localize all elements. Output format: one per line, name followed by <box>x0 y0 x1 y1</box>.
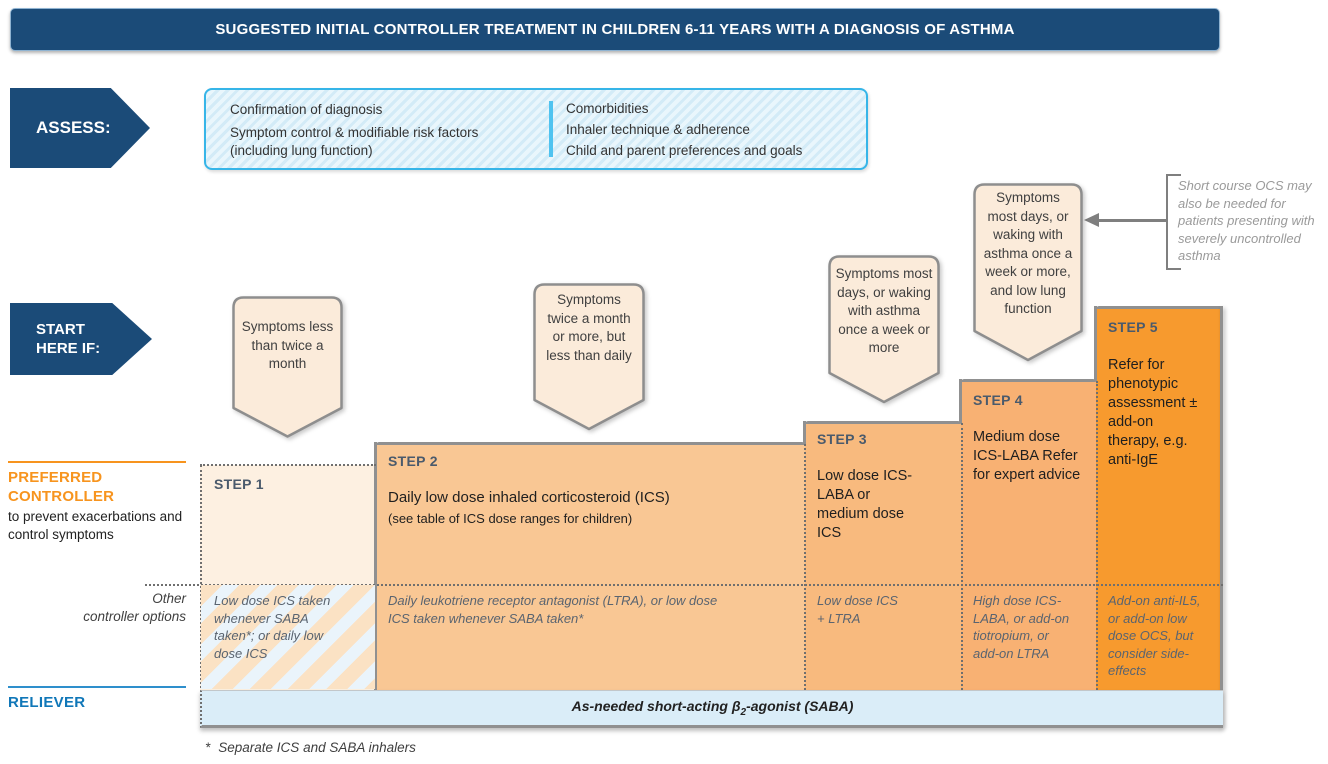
start-here-arrow: START HERE IF: <box>10 303 152 375</box>
note-arrow-line <box>1098 219 1166 222</box>
step2-other: Daily leukotriene receptor antagonist (L… <box>388 593 718 626</box>
step1-other-stripes <box>201 585 375 689</box>
reliever-bar-text: As-needed short-acting β2-agonist (SABA) <box>571 698 854 718</box>
symptom-bubble-text: Symptoms less than twice a month <box>241 319 334 371</box>
step5-main: Refer for phenotypic assessment ± add-on… <box>1108 357 1198 468</box>
symptom-bubble-text: Symptoms most days, or waking with asthm… <box>835 266 933 355</box>
step4-column <box>961 379 1096 690</box>
footnote-text: Separate ICS and SABA inhalers <box>218 740 416 755</box>
note-bracket <box>1166 174 1168 270</box>
assess-right-column: Comorbidities Inhaler technique & adhere… <box>566 98 858 161</box>
step5-header: STEP 5 <box>1108 319 1158 335</box>
assess-item: Symptom control & modifiable risk factor… <box>230 125 479 140</box>
step3-column <box>805 421 961 690</box>
step2-column <box>376 442 805 690</box>
symptom-bubble-step1: Symptoms less than twice a month <box>232 296 343 438</box>
other-controller-options-label: Other controller options <box>40 590 186 626</box>
step4-other: High dose ICS-LABA, or add-on tiotropium… <box>973 593 1070 661</box>
footnote: * Separate ICS and SABA inhalers <box>205 740 416 755</box>
step2-header: STEP 2 <box>388 453 438 469</box>
symptom-bubble-step4: Symptoms most days, or waking with asthm… <box>973 183 1083 362</box>
stair-riser <box>803 421 806 444</box>
symptom-bubble-text: Symptoms most days, or waking with asthm… <box>983 190 1073 316</box>
reliever-label: RELIEVER <box>8 694 86 711</box>
start-here-line2: HERE IF: <box>36 340 101 357</box>
step1-other: Low dose ICS taken whenever SABA taken*;… <box>214 593 331 661</box>
step5-column <box>1096 306 1223 690</box>
step-divider-4-5 <box>1096 381 1098 690</box>
step1-top-dotted <box>200 464 376 466</box>
step-divider-2-3 <box>804 444 806 690</box>
assess-box: Confirmation of diagnosis Symptom contro… <box>204 88 868 170</box>
stair-edge <box>374 442 377 690</box>
step3-other: Low dose ICS + LTRA <box>817 593 898 626</box>
step1-header: STEP 1 <box>214 476 264 492</box>
step2-main: Daily low dose inhaled corticosteroid (I… <box>388 489 670 506</box>
assess-label: ASSESS: <box>36 118 111 137</box>
symptom-bubble-step3: Symptoms most days, or waking with asthm… <box>828 255 940 404</box>
other-row-divider <box>145 584 1223 586</box>
step4-main: Medium dose ICS-LABA Refer for expert ad… <box>973 429 1081 483</box>
symptom-bubble-text: Symptoms twice a month or more, but less… <box>546 292 632 363</box>
ocs-note: Short course OCS may also be needed for … <box>1178 178 1315 263</box>
assess-item: Inhaler technique & adherence <box>566 122 750 137</box>
step5-other: Add-on anti-IL5, or add-on low dose OCS,… <box>1108 593 1201 678</box>
other-label-line2: controller options <box>83 609 186 624</box>
start-here-line1: START <box>36 321 85 338</box>
preferred-rule <box>8 461 186 463</box>
assess-arrow: ASSESS: <box>10 88 150 168</box>
note-bracket-bottom <box>1166 268 1181 270</box>
preferred-controller-sub: to prevent exacerbations and control sym… <box>8 509 183 542</box>
assess-item: (including lung function) <box>230 143 373 158</box>
symptom-bubble-step2: Symptoms twice a month or more, but less… <box>533 283 645 431</box>
reliever-rule <box>8 686 186 688</box>
footnote-marker: * <box>205 740 211 755</box>
page-title: SUGGESTED INITIAL CONTROLLER TREATMENT I… <box>10 8 1220 51</box>
note-bracket-top <box>1166 174 1181 176</box>
assess-item: Child and parent preferences and goals <box>566 143 803 158</box>
step3-header: STEP 3 <box>817 431 867 447</box>
assess-divider <box>549 101 553 157</box>
note-arrow-head-icon <box>1084 213 1099 227</box>
step2-note: (see table of ICS dose ranges for childr… <box>388 511 633 526</box>
other-label-line1: Other <box>152 591 186 606</box>
stair-riser <box>959 379 962 423</box>
step3-main: Low dose ICS-LABA or medium dose ICS <box>817 468 913 541</box>
assess-item: Confirmation of diagnosis <box>230 102 383 117</box>
stair-riser <box>1094 306 1097 381</box>
step4-header: STEP 4 <box>973 392 1023 408</box>
preferred-controller-label: PREFERRED CONTROLLER <box>8 469 115 505</box>
assess-item: Comorbidities <box>566 101 649 116</box>
assess-left-column: Confirmation of diagnosis Symptom contro… <box>230 101 542 160</box>
reliever-bar: As-needed short-acting β2-agonist (SABA) <box>200 690 1223 728</box>
table-right-edge <box>1220 306 1223 728</box>
step-divider-3-4 <box>961 423 963 690</box>
